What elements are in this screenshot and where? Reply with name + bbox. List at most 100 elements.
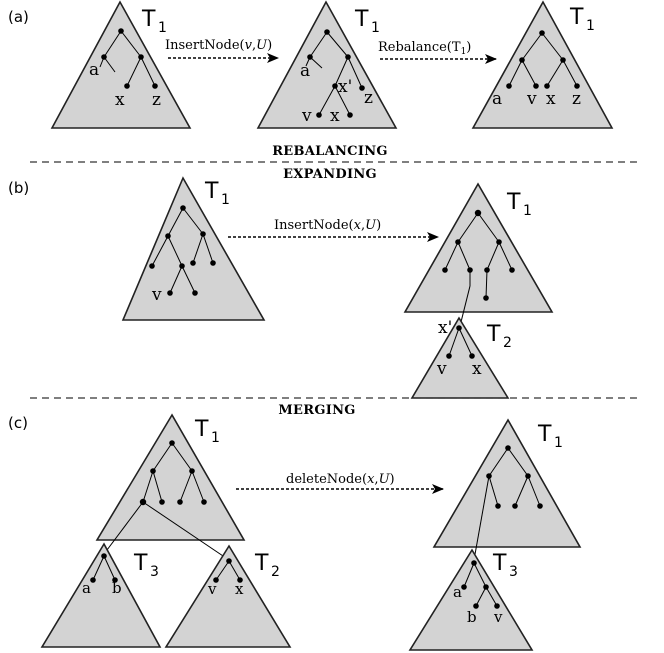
- tree-edges: [508, 32, 578, 87]
- tree-name-t1: T 1: [506, 190, 532, 219]
- node-label-v: v: [301, 106, 312, 126]
- tree-triangle: [164, 544, 292, 648]
- tree-a-before: a x z T 1: [50, 0, 192, 129]
- svg-text:1: 1: [158, 20, 167, 36]
- svg-text:2: 2: [503, 335, 512, 351]
- tree-triangle: [95, 413, 246, 541]
- node-label-x-prime: x': [338, 77, 352, 97]
- tree-edges: [215, 560, 241, 581]
- tree-triangle: [410, 316, 510, 399]
- node-label-z: z: [152, 90, 161, 110]
- svg-text:T: T: [506, 190, 521, 215]
- tree-b-before: v T 1: [121, 176, 266, 321]
- node-label-x: x: [235, 580, 244, 598]
- svg-text:1: 1: [523, 203, 532, 219]
- tree-triangle: [403, 182, 554, 313]
- tree-c-merged: T 1: [432, 418, 582, 561]
- node-label-x: x: [330, 106, 340, 126]
- svg-text:deleteNode(x,U): deleteNode(x,U): [286, 472, 395, 487]
- operation-rebalance: Rebalance(T1): [378, 40, 497, 64]
- tree-name-t1: T 1: [204, 179, 230, 208]
- operation-insert-x: InsertNode(x,U): [228, 218, 439, 242]
- tree-edges: [444, 212, 513, 327]
- tree-b-t2-subtree: x' v x T 2: [410, 316, 512, 399]
- tree-edges: [151, 207, 214, 294]
- tree-edges: [92, 555, 116, 581]
- svg-text:1: 1: [371, 20, 380, 36]
- node-label-a: a: [89, 60, 99, 80]
- tree-triangle: [50, 0, 192, 129]
- tree-name-t1: T 1: [354, 7, 380, 36]
- node-label-v: v: [151, 285, 162, 305]
- node-label-v: v: [493, 608, 503, 626]
- node-label-b: b: [467, 608, 477, 626]
- node-label-v: v: [436, 359, 447, 379]
- svg-text:T: T: [204, 179, 219, 204]
- node-label-z: z: [572, 89, 581, 109]
- tree-c-t2-subtree: v x T 2: [164, 544, 292, 648]
- tree-edges: [99, 30, 156, 87]
- tree-c-t3-merged: a b v T 3: [408, 548, 534, 651]
- node-label-a: a: [492, 89, 502, 109]
- svg-text:T: T: [194, 417, 209, 442]
- node-label-x: x: [115, 90, 125, 110]
- tree-a-inserted: a x' z v x T 1: [256, 0, 398, 129]
- tree-edges: [103, 442, 230, 561]
- svg-text:T: T: [354, 7, 369, 32]
- node-label-x-prime: x': [438, 318, 452, 338]
- svg-text:1: 1: [211, 430, 220, 446]
- node-label-a: a: [453, 583, 462, 601]
- tree-triangle: [121, 176, 266, 321]
- node-label-v: v: [207, 580, 217, 598]
- tree-triangle: [408, 548, 534, 651]
- svg-text:Rebalance(T1): Rebalance(T1): [378, 40, 471, 57]
- node-label-z: z: [364, 88, 373, 108]
- svg-text:1: 1: [221, 192, 230, 208]
- svg-text:T: T: [569, 5, 584, 30]
- svg-text:T: T: [254, 551, 269, 576]
- tree-name-t2: T 2: [254, 551, 280, 580]
- node-label-a: a: [300, 61, 310, 81]
- svg-text:T: T: [141, 7, 156, 32]
- node-label-a: a: [82, 579, 91, 597]
- tree-name-t1: T 1: [569, 5, 595, 34]
- tree-name-t1: T 1: [141, 7, 167, 36]
- tree-name-t1: T 1: [537, 422, 563, 451]
- tree-triangle: [256, 0, 398, 129]
- panel-label-c: (c): [8, 414, 28, 432]
- tree-edges: [473, 447, 541, 561]
- svg-text:1: 1: [586, 18, 595, 34]
- section-title-expanding: EXPANDING: [283, 167, 377, 182]
- svg-text:T: T: [133, 551, 148, 576]
- tree-c-t3-subtree: a b T 3: [40, 542, 162, 648]
- tree-a-rebalanced: a v x z T 1: [471, 0, 614, 129]
- tree-name-t2: T 2: [486, 322, 512, 351]
- tree-name-t3: T 3: [133, 551, 159, 580]
- node-label-b: b: [112, 579, 122, 597]
- node-label-v: v: [526, 89, 537, 109]
- panel-label-a: (a): [8, 8, 29, 26]
- panel-label-b: (b): [8, 179, 29, 197]
- svg-text:T: T: [492, 551, 507, 576]
- tree-b-expanded: T 1: [403, 182, 554, 327]
- node-label-x: x: [472, 359, 482, 379]
- svg-text:3: 3: [509, 564, 518, 580]
- svg-text:2: 2: [271, 564, 280, 580]
- svg-text:InsertNode(x,U): InsertNode(x,U): [274, 218, 381, 233]
- tree-name-t3: T 3: [492, 551, 518, 580]
- tree-triangle: [40, 542, 162, 648]
- tree-name-t1: T 1: [194, 417, 220, 446]
- tree-c-before: T 1: [95, 413, 246, 561]
- svg-text:InsertNode(v,U): InsertNode(v,U): [165, 38, 272, 53]
- svg-text:T: T: [486, 322, 501, 347]
- tree-triangle: [432, 418, 582, 548]
- section-title-merging: MERGING: [278, 403, 355, 418]
- section-title-rebalancing: REBALANCING: [272, 144, 388, 159]
- operation-insert-v: InsertNode(v,U): [165, 38, 279, 63]
- node-label-x: x: [546, 89, 556, 109]
- tree-edges: [463, 562, 498, 607]
- svg-text:3: 3: [150, 564, 159, 580]
- tree-triangle: [471, 0, 614, 129]
- operation-delete: deleteNode(x,U): [236, 472, 444, 494]
